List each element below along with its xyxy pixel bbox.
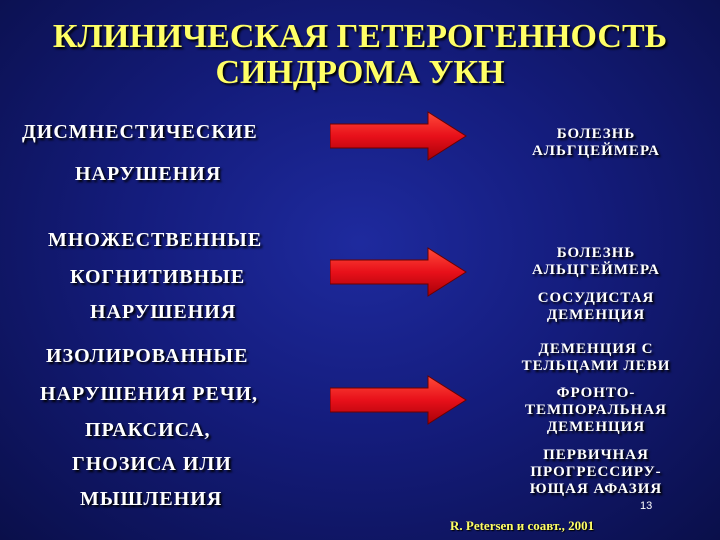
- diagnosis-primary-progressive-aphasia: ПЕРВИЧНАЯ ПРОГРЕССИРУ- ЮЩАЯ АФАЗИЯ: [496, 447, 696, 498]
- diagnosis-line: ДЕМЕНЦИЯ С: [538, 341, 654, 357]
- slide-title-line-1: КЛИНИЧЕСКАЯ ГЕТЕРОГЕННОСТЬ: [52, 18, 668, 55]
- diagnosis-lewy-body-dementia: ДЕМЕНЦИЯ С ТЕЛЬЦАМИ ЛЕВИ: [496, 341, 696, 375]
- page-number: 13: [640, 500, 653, 512]
- diagnosis-line: ДЕМЕНЦИЯ: [546, 419, 646, 435]
- right-arrow-icon: [330, 247, 467, 297]
- diagnosis-line: ТЕМПОРАЛЬНАЯ: [524, 402, 667, 418]
- diagnosis-line: АЛЬГЦЕЙМЕРА: [531, 143, 661, 159]
- diagnosis-line: ТЕЛЬЦАМИ ЛЕВИ: [521, 358, 671, 374]
- left-text-row3-line5: МЫШЛЕНИЯ: [80, 488, 223, 510]
- diagnosis-line: ЮЩАЯ АФАЗИЯ: [529, 481, 663, 497]
- diagnosis-line: ПЕРВИЧНАЯ: [543, 447, 649, 463]
- source-citation: R. Petersen и соавт., 2001: [450, 518, 595, 533]
- left-text-row3-line3: ПРАКСИСА,: [85, 419, 211, 441]
- left-text-row3-line1: ИЗОЛИРОВАННЫЕ: [46, 345, 249, 367]
- diagnosis-vascular-dementia: СОСУДИСТАЯ ДЕМЕНЦИЯ: [496, 290, 696, 324]
- right-arrow-icon: [330, 375, 467, 425]
- left-text-row2-line2: КОГНИТИВНЫЕ: [70, 266, 246, 288]
- diagnosis-line: ПРОГРЕССИРУ-: [530, 464, 662, 480]
- left-text-row2-line3: НАРУШЕНИЯ: [90, 301, 237, 323]
- diagnosis-alzheimer-2: БОЛЕЗНЬ АЛЬЦГЕЙМЕРА: [496, 245, 696, 279]
- right-arrow-icon: [330, 111, 467, 161]
- left-text-row1-line1: ДИСМНЕСТИЧЕСКИЕ: [22, 121, 258, 143]
- diagnosis-line: СОСУДИСТАЯ: [537, 290, 655, 306]
- diagnosis-line: АЛЬЦГЕЙМЕРА: [531, 262, 661, 278]
- left-text-row2-line1: МНОЖЕСТВЕННЫЕ: [48, 229, 263, 251]
- left-text-row1-line2: НАРУШЕНИЯ: [75, 163, 222, 185]
- diagnosis-frontotemporal-dementia: ФРОНТО- ТЕМПОРАЛЬНАЯ ДЕМЕНЦИЯ: [496, 385, 696, 436]
- diagnosis-line: ФРОНТО-: [556, 385, 636, 401]
- diagnosis-alzheimer-1: БОЛЕЗНЬ АЛЬГЦЕЙМЕРА: [496, 126, 696, 160]
- slide-title-line-2: СИНДРОМА УКН: [215, 54, 505, 91]
- left-text-row3-line2: НАРУШЕНИЯ РЕЧИ,: [40, 383, 259, 405]
- diagnosis-line: ДЕМЕНЦИЯ: [546, 307, 646, 323]
- diagnosis-line: БОЛЕЗНЬ: [556, 126, 636, 142]
- diagnosis-line: БОЛЕЗНЬ: [556, 245, 636, 261]
- left-text-row3-line4: ГНОЗИСА ИЛИ: [72, 453, 232, 475]
